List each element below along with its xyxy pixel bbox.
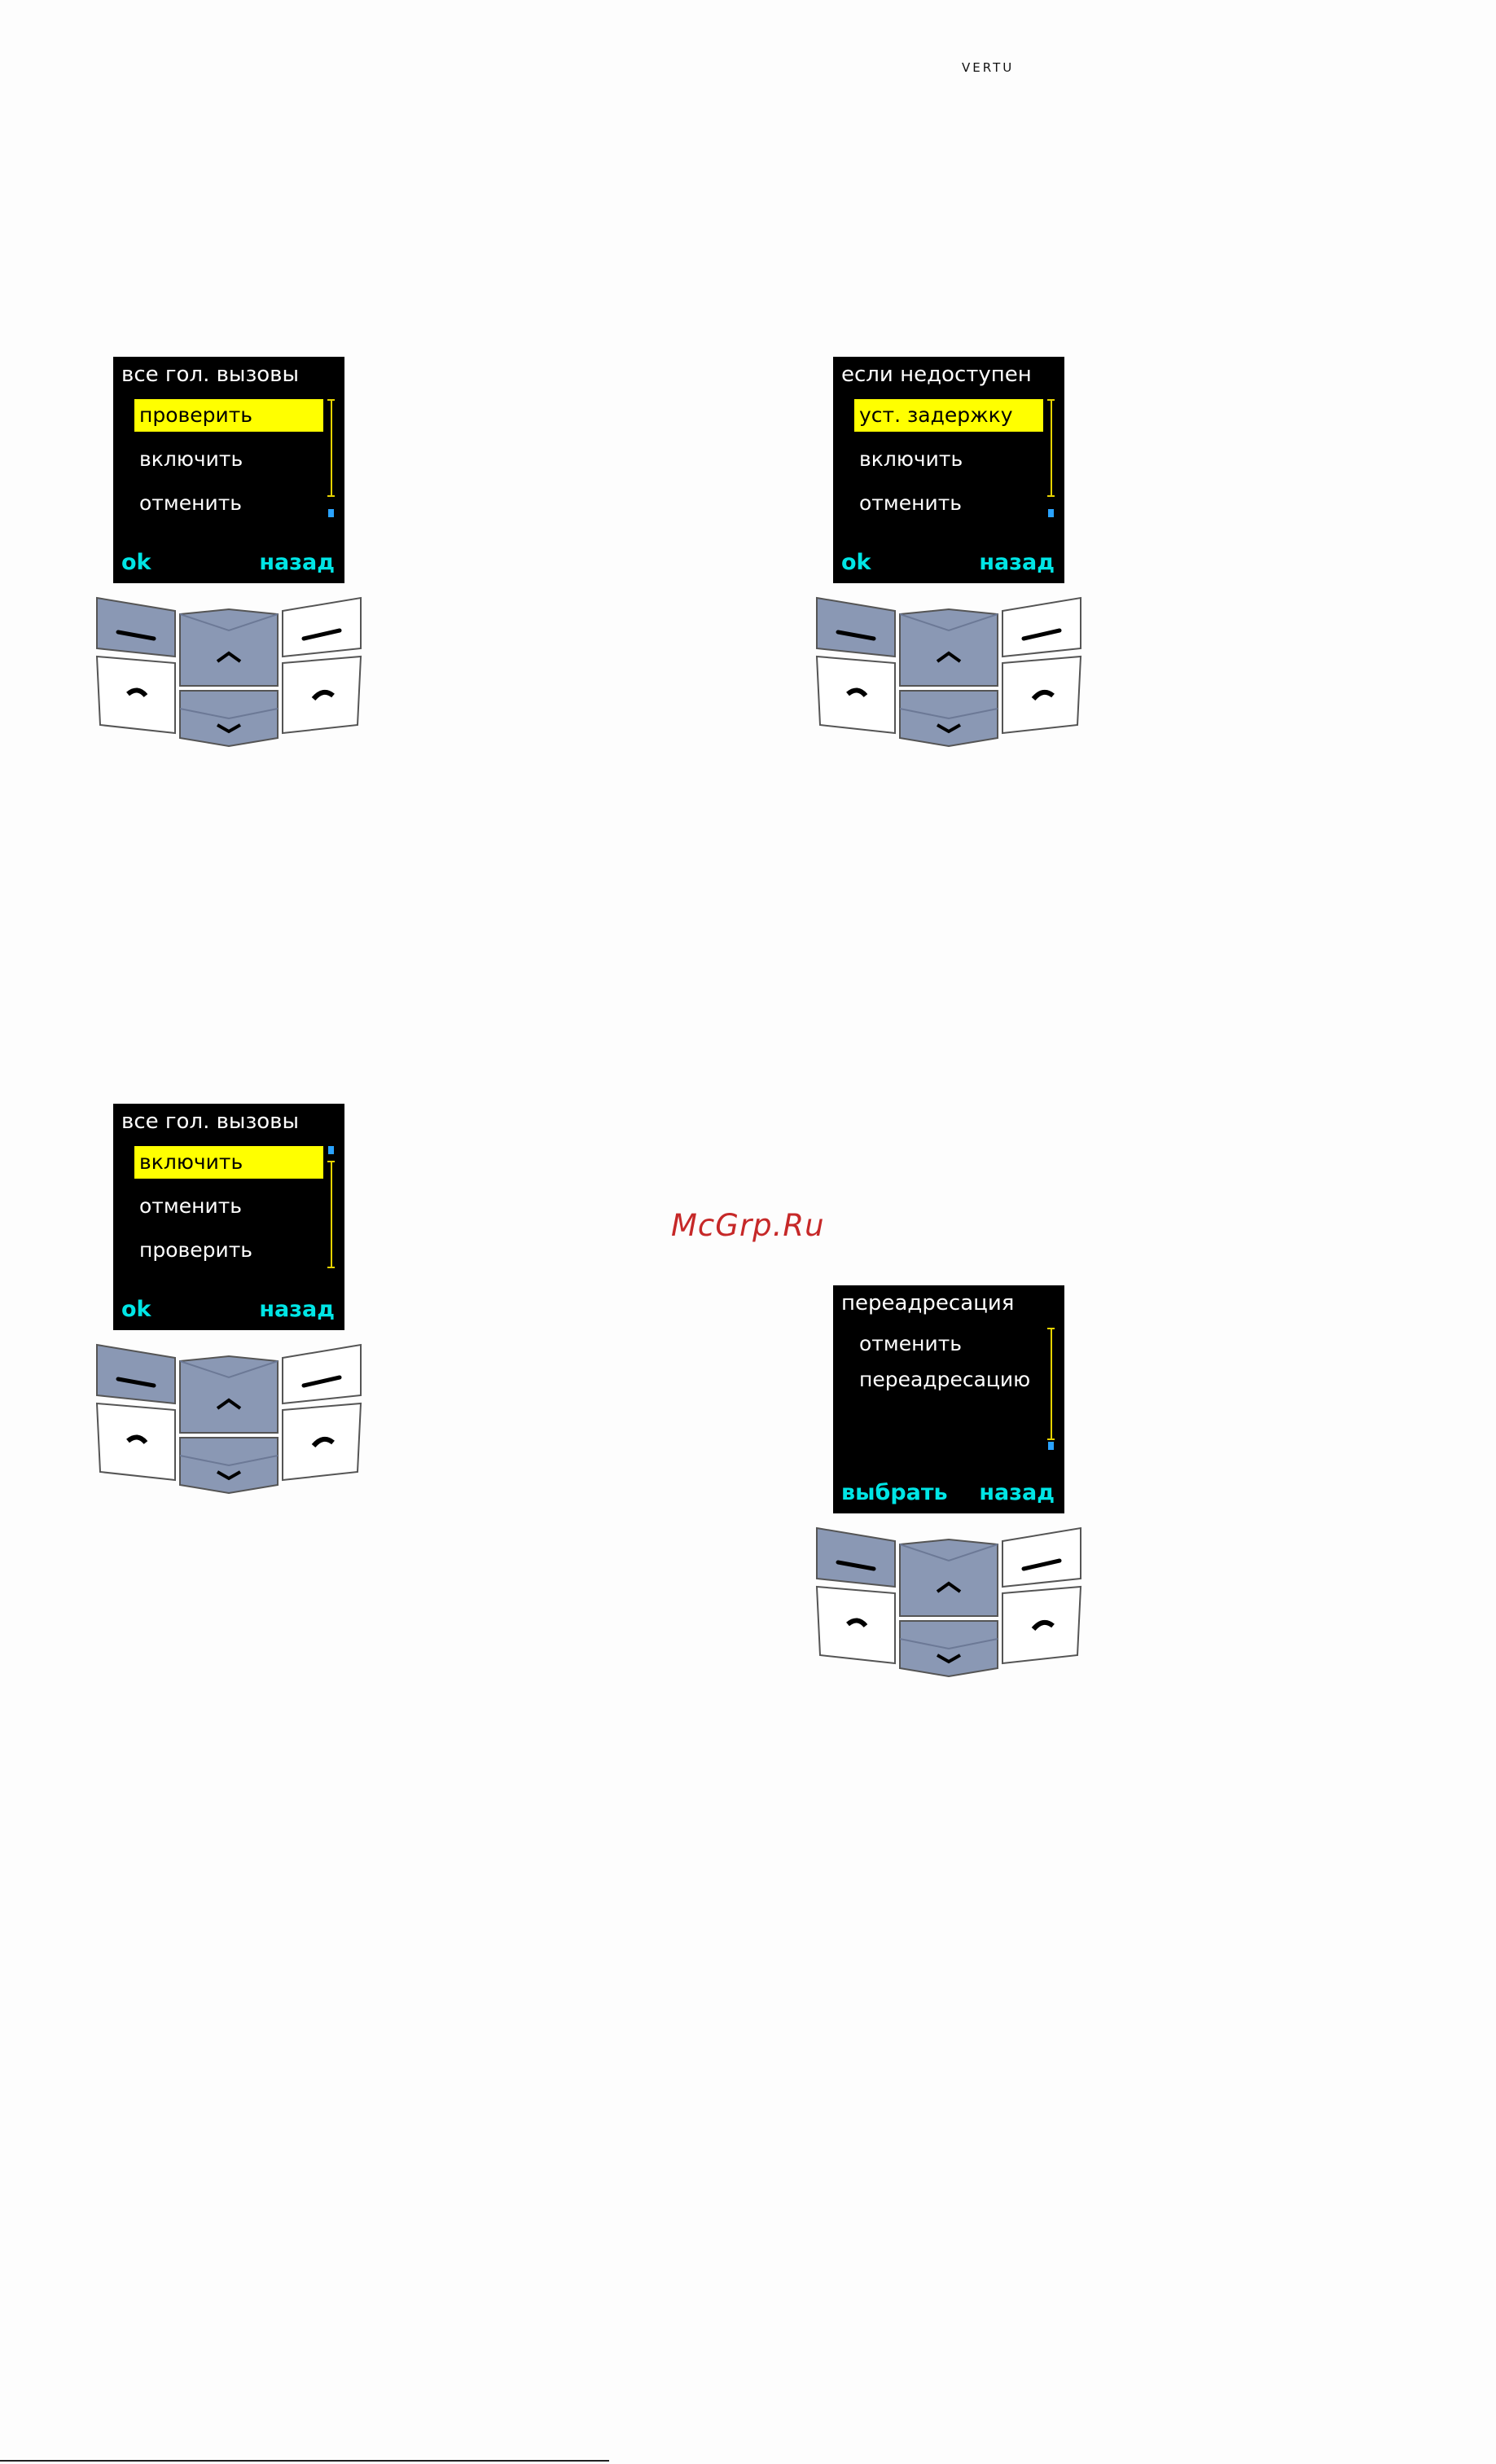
screen-title: если недоступен bbox=[841, 362, 1032, 387]
footer-rule bbox=[0, 2460, 609, 2462]
brand-logo: VERTU bbox=[962, 60, 1014, 75]
phone-illustration-1: все гол. вызовы проверить включить отмен… bbox=[95, 357, 372, 754]
right-softkey[interactable] bbox=[283, 1345, 361, 1403]
menu-item-selected[interactable]: проверить bbox=[134, 399, 323, 432]
screen-title: все гол. вызовы bbox=[121, 1109, 299, 1134]
call-key[interactable] bbox=[97, 1403, 175, 1480]
softkey-right[interactable]: назад bbox=[259, 1297, 335, 1322]
scroll-thumb bbox=[1048, 1442, 1054, 1450]
navigation-keypad bbox=[95, 595, 372, 754]
right-softkey[interactable] bbox=[283, 598, 361, 657]
up-nav-key[interactable] bbox=[900, 609, 998, 686]
menu-item[interactable]: отменить bbox=[134, 1190, 323, 1223]
phone-screen: переадресация отменить переадресацию выб… bbox=[833, 1285, 1064, 1513]
up-nav-key[interactable] bbox=[180, 609, 278, 686]
menu-item[interactable]: включить bbox=[134, 443, 323, 476]
menu-item[interactable]: проверить bbox=[134, 1234, 323, 1267]
phone-illustration-4: переадресация отменить переадресацию выб… bbox=[815, 1285, 1092, 1684]
scroll-thumb bbox=[328, 509, 334, 517]
scroll-thumb bbox=[1048, 509, 1054, 517]
left-softkey[interactable] bbox=[97, 598, 175, 657]
left-softkey[interactable] bbox=[817, 598, 895, 657]
call-key[interactable] bbox=[817, 657, 895, 733]
menu-item[interactable]: отменить bbox=[854, 1328, 1043, 1360]
menu-item-selected[interactable]: уст. задержку bbox=[854, 399, 1043, 432]
scroll-thumb bbox=[328, 1146, 334, 1154]
scrollbar bbox=[330, 1146, 333, 1268]
left-softkey[interactable] bbox=[97, 1345, 175, 1403]
softkey-right[interactable]: назад bbox=[979, 550, 1055, 575]
right-softkey[interactable] bbox=[1002, 1528, 1081, 1587]
phone-screen: все гол. вызовы проверить включить отмен… bbox=[113, 357, 344, 583]
call-key[interactable] bbox=[97, 657, 175, 733]
softkey-left[interactable]: ok bbox=[841, 550, 871, 575]
softkey-left[interactable]: ok bbox=[121, 550, 151, 575]
up-nav-key[interactable] bbox=[180, 1356, 278, 1433]
menu-item[interactable]: отменить bbox=[854, 487, 1043, 520]
menu-item[interactable]: переадресацию bbox=[854, 1364, 1043, 1396]
navigation-keypad bbox=[815, 595, 1092, 754]
call-key[interactable] bbox=[817, 1587, 895, 1663]
navigation-keypad bbox=[815, 1525, 1092, 1684]
softkey-left[interactable]: ok bbox=[121, 1297, 151, 1322]
menu-item[interactable]: включить bbox=[854, 443, 1043, 476]
right-softkey[interactable] bbox=[1002, 598, 1081, 657]
watermark: McGrp.Ru bbox=[671, 1208, 825, 1243]
left-softkey[interactable] bbox=[817, 1528, 895, 1587]
phone-screen: если недоступен уст. задержку включить о… bbox=[833, 357, 1064, 583]
up-nav-key[interactable] bbox=[900, 1539, 998, 1616]
menu-item-selected[interactable]: включить bbox=[134, 1146, 323, 1179]
scrollbar bbox=[1050, 399, 1053, 521]
scrollbar bbox=[330, 399, 333, 521]
scrollbar bbox=[1050, 1328, 1053, 1450]
menu-item[interactable]: отменить bbox=[134, 487, 323, 520]
screen-title: переадресация bbox=[841, 1291, 1014, 1315]
softkey-left[interactable]: выбрать bbox=[841, 1480, 948, 1505]
phone-illustration-3: все гол. вызовы включить отменить провер… bbox=[95, 1104, 372, 1501]
softkey-right[interactable]: назад bbox=[979, 1480, 1055, 1505]
screen-title: все гол. вызовы bbox=[121, 362, 299, 387]
softkey-right[interactable]: назад bbox=[259, 550, 335, 575]
navigation-keypad bbox=[95, 1342, 372, 1501]
phone-screen: все гол. вызовы включить отменить провер… bbox=[113, 1104, 344, 1330]
phone-illustration-2: если недоступен уст. задержку включить о… bbox=[815, 357, 1092, 754]
